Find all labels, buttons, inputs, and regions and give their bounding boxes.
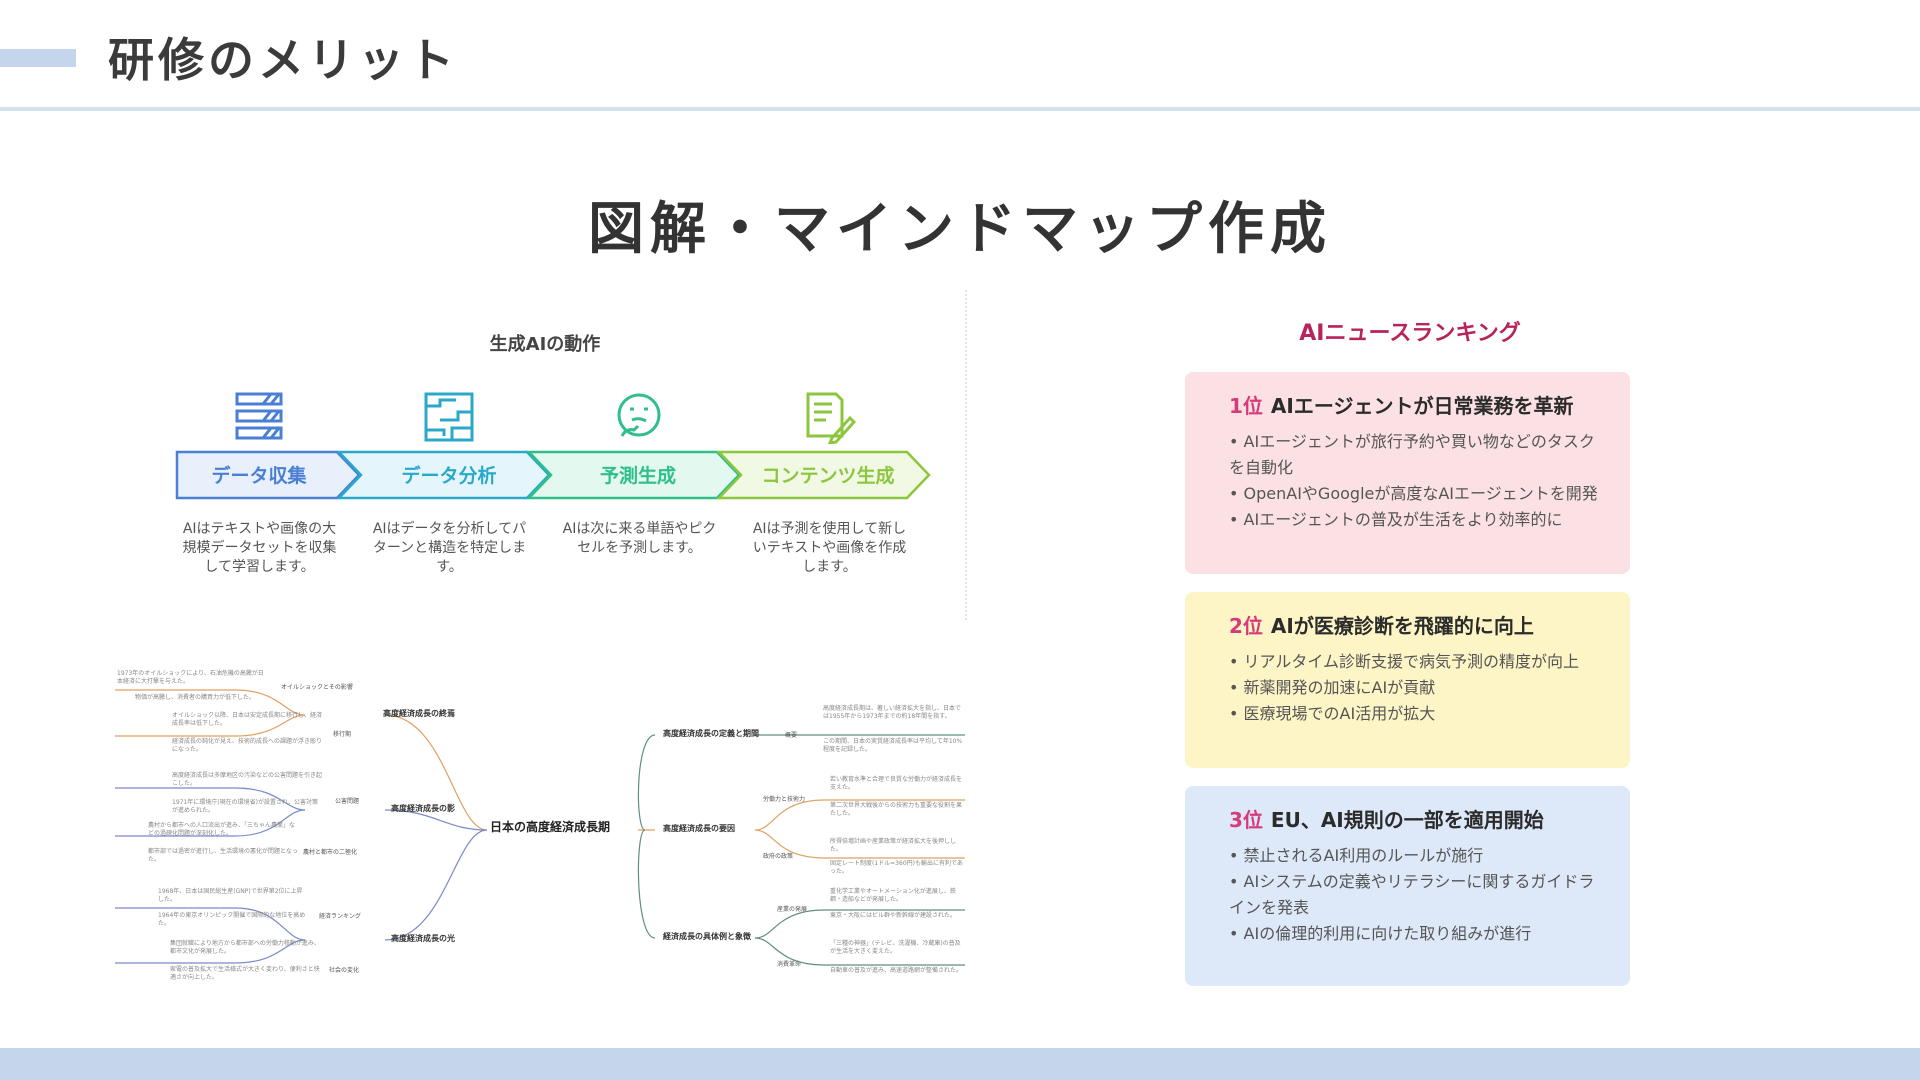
mm-branch-definition: 高度経済成長の定義と期間: [663, 729, 759, 738]
mm-branch-factors: 高度経済成長の要因: [663, 824, 735, 833]
mm-branch-examples: 経済成長の具体例と象徴: [663, 932, 751, 941]
mm-leaf: 自動車の普及が進み、高速道路網が整備された。: [830, 967, 963, 974]
mm-leaf: 固定レート制度(1ドル=360円)も輸出に有利であった。: [830, 860, 963, 875]
mm-leaf: 1971年に環境庁(現在の環境省)が設置され、公害対策が進められた。: [172, 799, 319, 814]
mindmap-connectors: [115, 689, 965, 966]
rank-number: 3位: [1229, 808, 1263, 832]
step-label-1: データ収集: [211, 464, 307, 487]
mm-sub: 産業の発展: [777, 906, 808, 913]
ranking-card-3: 3位 EU、AI規則の一部を適用開始 禁止されるAI利用のルールが施行 AIシステ…: [1185, 786, 1630, 986]
mm-sub: 公害問題: [335, 798, 360, 805]
mm-leaf: 若い教育水準と合理で良質な労働力が経済成長を支えた。: [830, 776, 963, 791]
step-label-3: 予測生成: [600, 464, 676, 487]
mm-leaf: 都市部では過密が進行し、生活環境の悪化が問題となった。: [148, 848, 298, 863]
ranking-headline: AIエージェントが日常業務を革新: [1270, 394, 1574, 418]
ranking-bullet: AIの倫理的利用に向けた取り組みが進行: [1229, 921, 1601, 947]
dotted-divider: [965, 290, 967, 620]
ranking-bullet: 新薬開発の加速にAIが貢献: [1229, 675, 1601, 701]
ranking-bullets: AIエージェントが旅行予約や買い物などのタスクを自動化 OpenAIやGoogl…: [1229, 429, 1601, 533]
header-accent-bar: [0, 49, 76, 67]
mm-leaf: 1968年、日本は国民総生産(GNP)で世界第2位に上昇した。: [158, 888, 303, 903]
thinking-face-icon: [612, 390, 666, 444]
document-pen-icon: [802, 390, 857, 445]
ranking-card-title: 2位 AIが医療診断を飛躍的に向上: [1229, 610, 1630, 639]
mm-branch-shadow: 高度経済成長の影: [391, 804, 455, 813]
header-divider: [0, 107, 1920, 111]
mm-leaf: 物価が高騰し、消費者の購買力が低下した。: [135, 694, 256, 701]
ranking-bullets: 禁止されるAI利用のルールが施行 AIシステムの定義やリテラシーに関するガイドラ…: [1229, 843, 1601, 947]
step-desc-1: AIはテキストや画像の大規模データセットを収集して学習します。: [182, 521, 337, 575]
mm-branch-light: 高度経済成長の光: [391, 934, 455, 943]
ranking-bullet: AIエージェントの普及が生活をより効率的に: [1229, 507, 1601, 533]
ranking-bullet: AIエージェントが旅行予約や買い物などのタスクを自動化: [1229, 429, 1601, 481]
rank-number: 2位: [1229, 614, 1263, 638]
mm-leaf: 集団就職により地方から都市部への労働力移動が進み、都市文化が発展した。: [170, 940, 320, 955]
step-desc-2: AIはデータを分析してパターンと構造を特定します。: [372, 521, 527, 575]
mindmap-root: 日本の高度経済成長期: [490, 820, 611, 834]
step-chevron-2: [336, 450, 551, 500]
ranking-headline: AIが医療診断を飛躍的に向上: [1270, 614, 1534, 638]
mm-sub: 社会の変化: [329, 967, 360, 974]
ranking-bullets: リアルタイム診断支援で病気予測の精度が向上 新薬開発の加速にAIが貢献 医療現場…: [1229, 649, 1601, 727]
mm-leaf: 家電の普及拡大で生活様式が大きく変わり、便利さと快適さが向上した。: [170, 966, 320, 981]
mm-leaf: 「三種の神器」(テレビ、洗濯機、冷蔵庫)の普及が生活を大きく変えた。: [830, 940, 961, 955]
mm-leaf: 1973年のオイルショックにより、石油危機の高騰が日本経済に大打撃を与えた。: [117, 670, 264, 685]
mm-leaf: 高度経済成長は多摩地区の汚染などの公害問題を引き起こした。: [172, 772, 323, 787]
step-label-2: データ分析: [401, 464, 496, 487]
mm-leaf: 所得倍増計画や産業政策が経済拡大を後押しした。: [830, 838, 957, 853]
mm-sub: 農村と都市の二極化: [303, 849, 358, 856]
mm-leaf: 重化学工業やオートメーション化が進展し、鉄鋼・造船などが発展した。: [830, 888, 956, 903]
mm-sub: オイルショックとその影響: [281, 684, 353, 691]
step-label-4: コンテンツ生成: [761, 464, 894, 487]
mm-branch-end: 高度経済成長の終焉: [383, 709, 455, 718]
mm-sub: 概要: [785, 732, 798, 739]
mm-leaf: 第二次世界大戦後からの技術力も重要な役割を果たした。: [830, 802, 963, 817]
ranking-bullet: リアルタイム診断支援で病気予測の精度が向上: [1229, 649, 1601, 675]
mm-sub: 経済ランキング: [319, 913, 361, 920]
ranking-bullet: 禁止されるAI利用のルールが施行: [1229, 843, 1601, 869]
mm-leaf: 東京・大阪にはビル群や新幹線が建設された。: [830, 912, 957, 919]
ranking-bullet: 医療現場でのAI活用が拡大: [1229, 701, 1601, 727]
ranking-bullet: OpenAIやGoogleが高度なAIエージェントを開発: [1229, 481, 1601, 507]
mm-leaf: 高度経済成長期は、著しい経済拡大を指し、日本では1955年から1973年までの約…: [823, 705, 962, 720]
mm-sub: 労働力と技術力: [763, 796, 806, 803]
ranking-headline: EU、AI規則の一部を適用開始: [1270, 808, 1544, 832]
ranking-card-2: 2位 AIが医療診断を飛躍的に向上 リアルタイム診断支援で病気予測の精度が向上 新…: [1185, 592, 1630, 768]
process-chevrons: データ収集 データ分析 予測生成 コンテンツ生成: [175, 450, 931, 500]
database-icon: [233, 390, 287, 444]
step-chevron-1: [175, 450, 361, 500]
mm-sub: 移行期: [333, 731, 352, 738]
mm-leaf: 経済成長の鈍化が見え、技術的成長への課題が浮き彫りになった。: [172, 738, 323, 753]
process-title: 生成AIの動作: [489, 334, 601, 355]
mm-leaf: オイルショック以降、日本は安定成長期に移行し、経済成長率は低下した。: [172, 712, 323, 727]
mm-leaf: 農村から都市への人口流出が進み、「三ちゃん農業」などの過疎化問題が深刻化した。: [148, 822, 296, 837]
mindmap: 日本の高度経済成長期 高度経済成長の終焉 高度経済成長の影 高度経済成長の光 オ…: [115, 660, 965, 995]
page-title: 研修のメリット: [108, 33, 458, 87]
step-chevron-4: [716, 450, 931, 500]
ranking-card-title: 3位 EU、AI規則の一部を適用開始: [1229, 804, 1630, 833]
circuit-icon: [422, 390, 476, 444]
footer-bar: [0, 1048, 1920, 1080]
step-desc-4: AIは予測を使用して新しいテキストや画像を作成します。: [752, 521, 907, 575]
rank-number: 1位: [1229, 394, 1263, 418]
mm-sub: 消費革命: [777, 961, 802, 968]
ranking-card-title: 1位 AIエージェントが日常業務を革新: [1229, 390, 1630, 419]
slide-heading: 図解・マインドマップ作成: [588, 197, 1332, 262]
ranking-title: AIニュースランキング: [1299, 321, 1521, 346]
mm-leaf: この期間、日本の実質経済成長率は平均して年10%程度を記録した。: [823, 738, 963, 753]
mm-sub: 政府の政策: [763, 853, 794, 860]
ranking-card-1: 1位 AIエージェントが日常業務を革新 AIエージェントが旅行予約や買い物などのタ…: [1185, 372, 1630, 574]
step-desc-3: AIは次に来る単語やピクセルを予測します。: [562, 521, 717, 556]
mm-leaf: 1964年の東京オリンピック開催で国際的な地位を高めた。: [158, 912, 306, 927]
ranking-bullet: AIシステムの定義やリテラシーに関するガイドラインを発表: [1229, 869, 1601, 921]
step-chevron-3: [526, 450, 741, 500]
